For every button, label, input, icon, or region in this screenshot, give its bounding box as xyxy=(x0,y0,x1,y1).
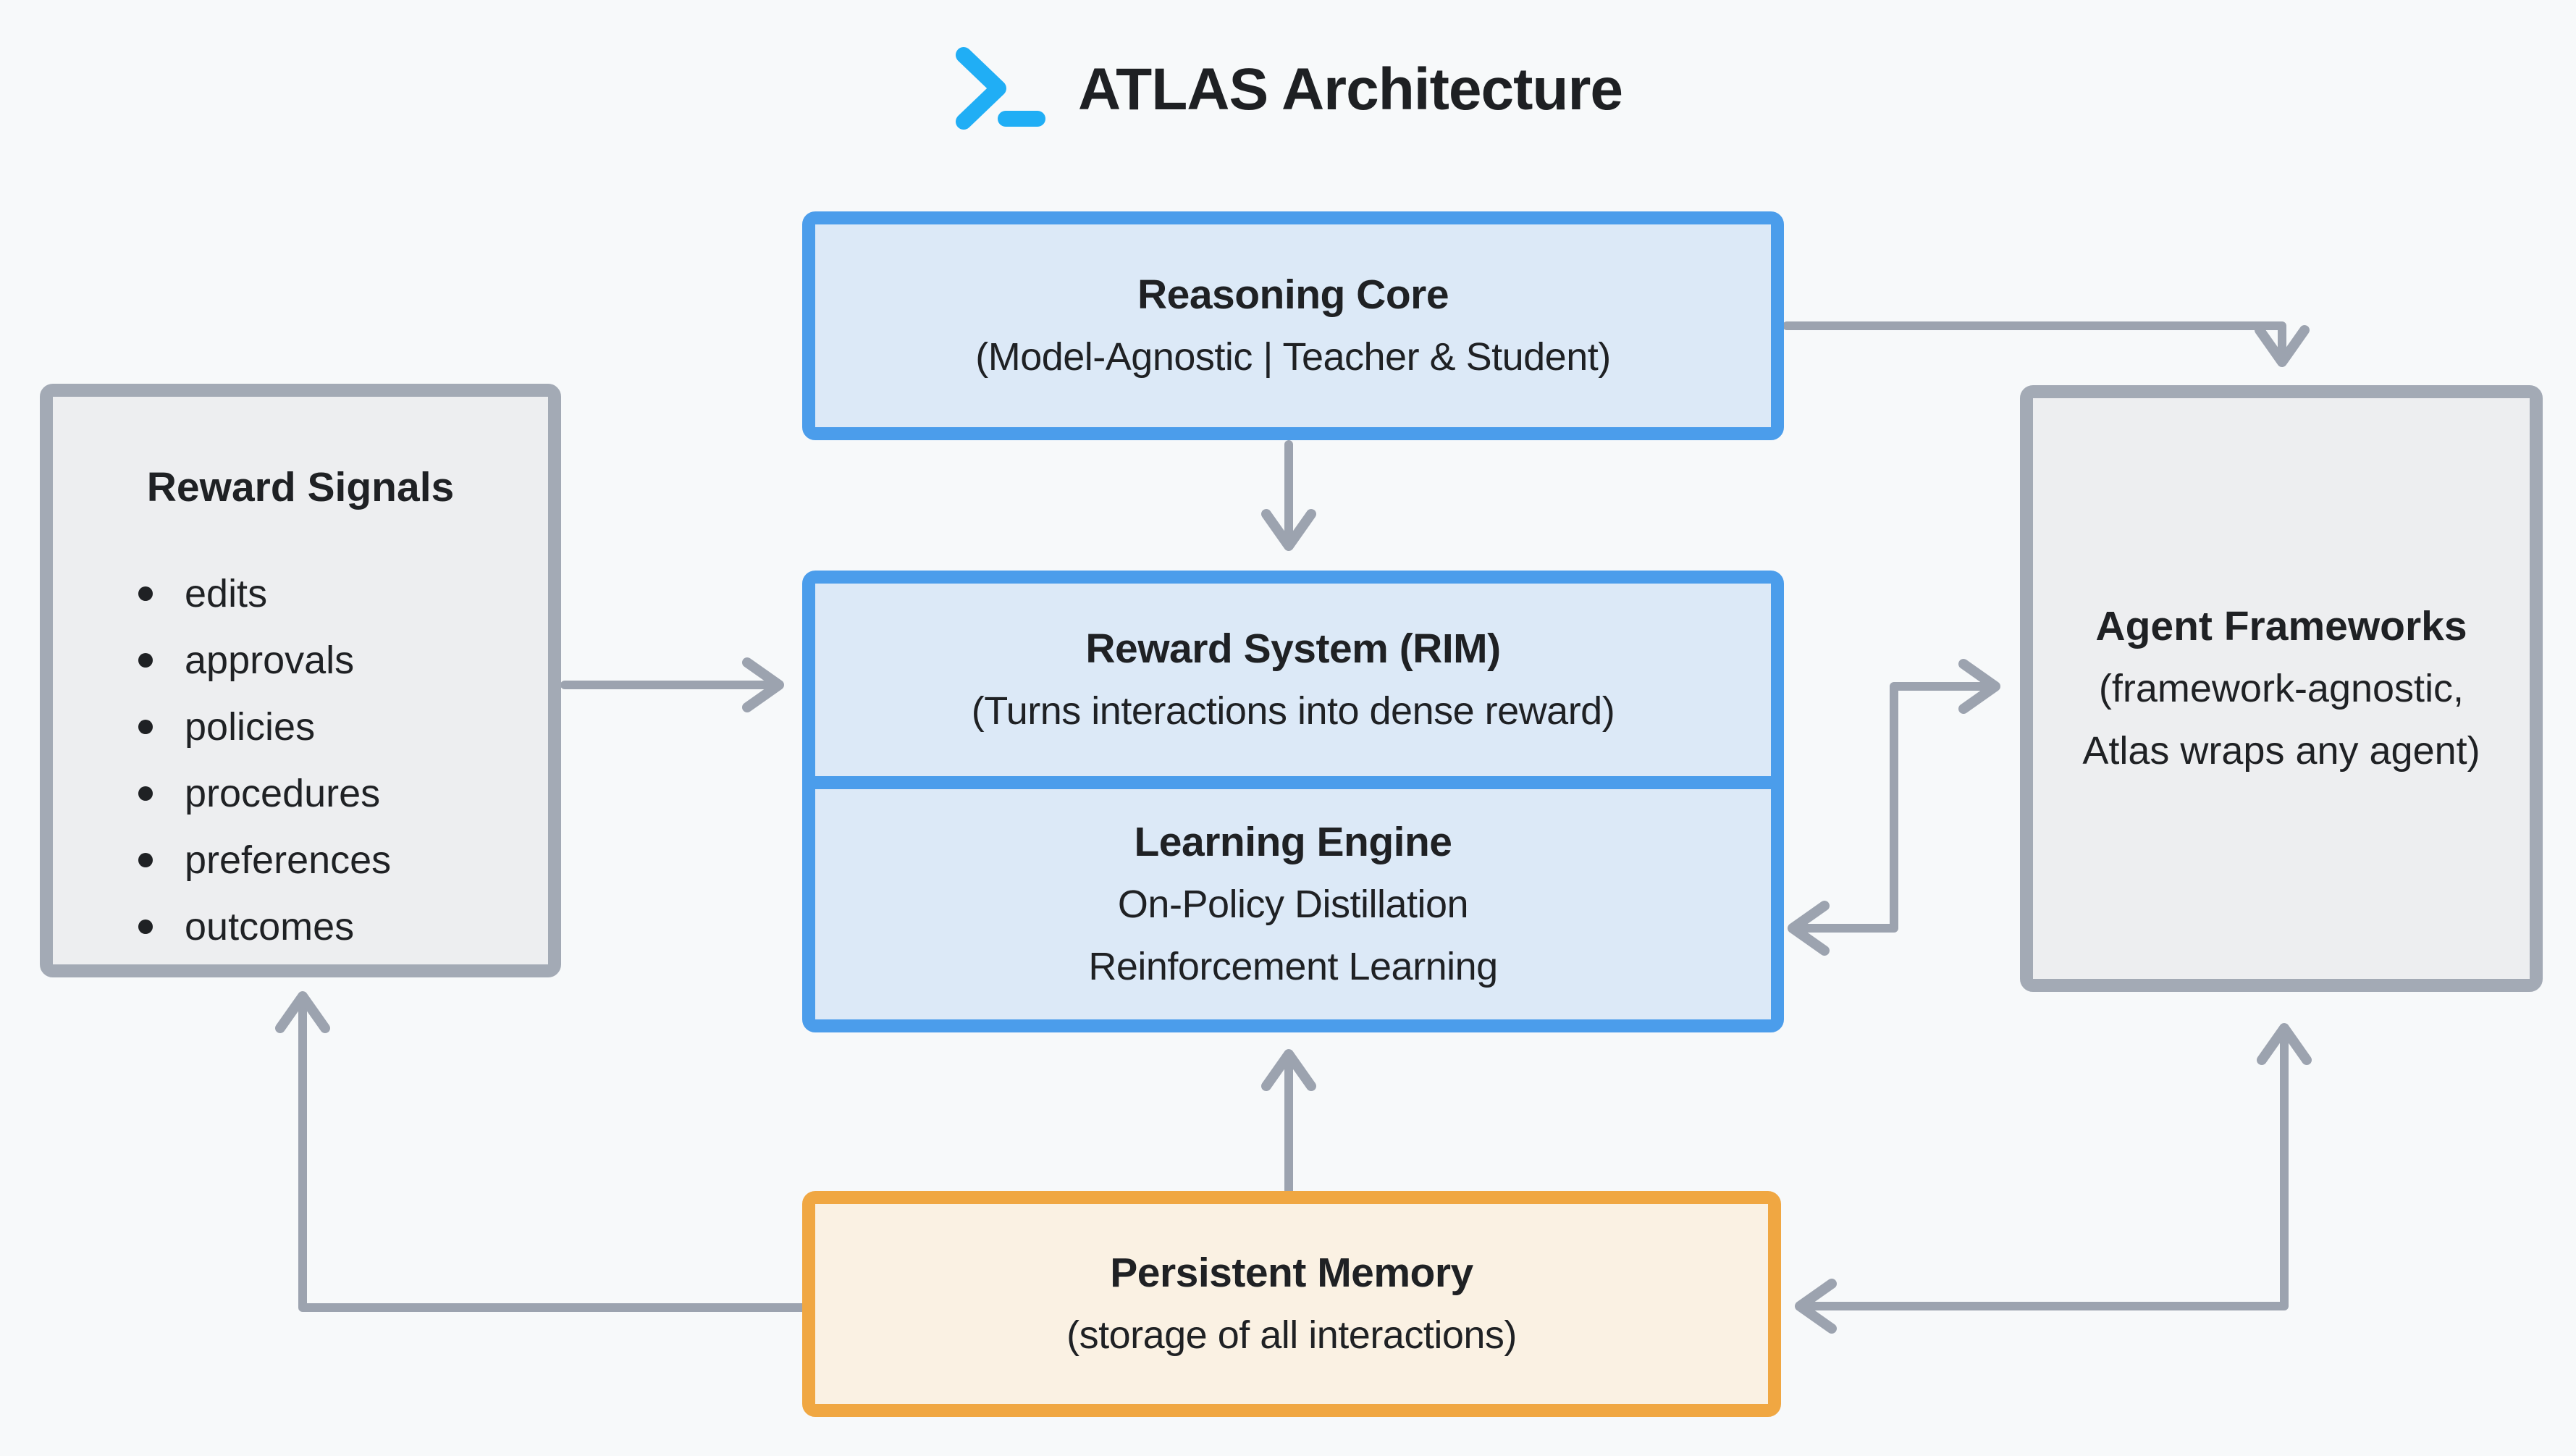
list-item: approvals xyxy=(138,627,548,694)
arrow-agent-frameworks-persistent-memory xyxy=(1795,1023,2312,1334)
divider xyxy=(815,776,1771,789)
list-item-label: procedures xyxy=(185,772,381,815)
persistent-memory-subtitle: (storage of all interactions) xyxy=(1066,1313,1517,1357)
bullet-icon xyxy=(138,586,153,601)
node-persistent-memory: Persistent Memory (storage of all intera… xyxy=(802,1191,1781,1417)
arrow-learning-engine-agent-frameworks xyxy=(1788,659,2000,956)
reward-signals-title: Reward Signals xyxy=(146,464,455,510)
list-item: policies xyxy=(138,694,548,760)
learning-engine-title: Learning Engine xyxy=(1134,819,1452,865)
bullet-icon xyxy=(138,853,153,867)
reward-signals-list: edits approvals policies procedures pref… xyxy=(53,560,548,960)
reasoning-core-title: Reasoning Core xyxy=(1137,272,1449,318)
reasoning-core-subtitle: (Model-Agnostic | Teacher & Student) xyxy=(975,335,1611,379)
node-reward-signals: Reward Signals edits approvals policies … xyxy=(40,384,561,977)
arrow-reasoning-to-agent-frameworks xyxy=(1782,321,2310,367)
node-reward-system: Reward System (RIM) (Turns interactions … xyxy=(815,584,1771,776)
arrow-persistent-memory-to-reward-signals xyxy=(275,991,809,1312)
list-item: procedures xyxy=(138,760,548,827)
agent-frameworks-subtitle: (framework-agnostic, Atlas wraps any age… xyxy=(2082,667,2480,773)
bullet-icon xyxy=(138,920,153,934)
list-item-label: preferences xyxy=(185,838,392,882)
list-item: preferences xyxy=(138,827,548,893)
page-title: ATLAS Architecture xyxy=(1078,56,1623,122)
list-item: edits xyxy=(138,560,548,627)
node-reasoning-core: Reasoning Core (Model-Agnostic | Teacher… xyxy=(802,211,1784,440)
list-item-label: policies xyxy=(185,705,316,749)
reward-system-subtitle: (Turns interactions into dense reward) xyxy=(971,689,1615,733)
bullet-icon xyxy=(138,786,153,801)
terminal-prompt-icon xyxy=(956,47,1045,130)
persistent-memory-title: Persistent Memory xyxy=(1110,1250,1473,1296)
node-learning-engine: Learning Engine On-Policy Distillation R… xyxy=(815,789,1771,1019)
bullet-icon xyxy=(138,720,153,734)
learning-engine-line: On-Policy Distillation xyxy=(1117,883,1469,926)
learning-engine-line: Reinforcement Learning xyxy=(1088,945,1498,988)
list-item: outcomes xyxy=(138,893,548,960)
page-title-bar: ATLAS Architecture xyxy=(0,46,2576,133)
list-item-label: outcomes xyxy=(185,905,355,948)
list-item-label: approvals xyxy=(185,639,355,682)
list-item-label: edits xyxy=(185,572,268,615)
reward-system-title: Reward System (RIM) xyxy=(1085,626,1501,672)
node-core-stack: Reward System (RIM) (Turns interactions … xyxy=(802,571,1784,1032)
node-agent-frameworks: Agent Frameworks (framework-agnostic, At… xyxy=(2020,385,2543,992)
agent-frameworks-title: Agent Frameworks xyxy=(2095,603,2467,649)
bullet-icon xyxy=(138,653,153,668)
